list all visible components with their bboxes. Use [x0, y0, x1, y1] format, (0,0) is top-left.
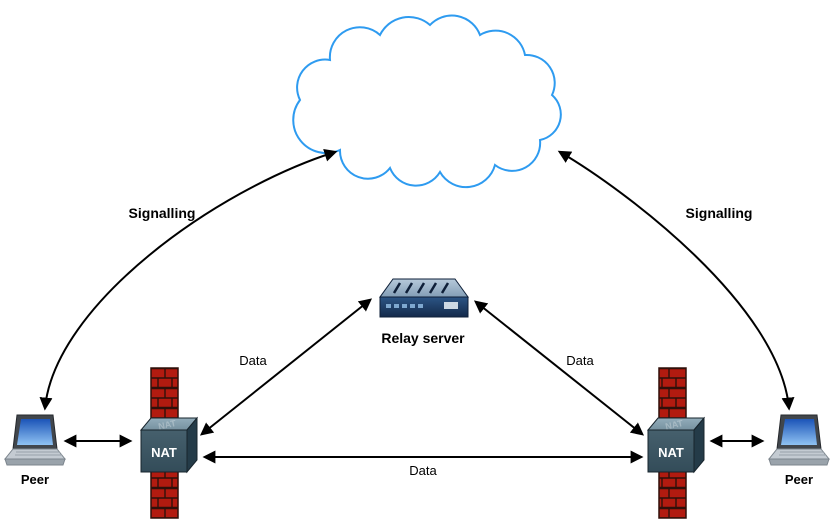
laptop-base: [767, 448, 831, 460]
nat-label-right: NAT: [658, 445, 684, 460]
data-label-left: Data: [239, 353, 267, 368]
data-label-bottom: Data: [409, 463, 437, 478]
nat-cube-right-icon: NAT NAT: [646, 416, 706, 474]
peer-laptop-left-icon: [3, 414, 67, 466]
nat-cube-left-icon: NAT NAT: [139, 416, 199, 474]
laptop-keyboard-lines: [779, 451, 826, 456]
relay-server-label: Relay server: [381, 330, 465, 346]
cube-front-face: [647, 429, 695, 473]
laptop-keyboard-lines: [15, 451, 62, 456]
signalling-label-right: Signalling: [686, 205, 753, 221]
laptop-base: [3, 448, 67, 460]
server-top-vents: [392, 282, 450, 294]
data-label-right: Data: [566, 353, 594, 368]
nat-top-watermark-right: NAT: [664, 418, 684, 432]
peer-label-left: Peer: [21, 472, 49, 487]
nat-label-left: NAT: [151, 445, 177, 460]
edges-layer: [39, 148, 795, 464]
cube-front-face: [140, 429, 188, 473]
nat-top-watermark-left: NAT: [157, 418, 177, 432]
data-arrow-right: [473, 300, 645, 436]
laptop-screen: [17, 419, 53, 445]
cloud-shape: [292, 14, 562, 189]
signalling-label-left: Signalling: [129, 205, 196, 221]
signalling-arrow-left: [39, 148, 338, 411]
signalling-arrow-right: [557, 150, 795, 411]
data-arrow-left: [199, 298, 373, 436]
peer-label-right: Peer: [785, 472, 813, 487]
server-front-ports: [386, 302, 458, 309]
labels-layer: Signalling Signalling Relay server Data …: [21, 205, 813, 487]
server-top-face: [379, 278, 469, 298]
peer-laptop-right-icon: [767, 414, 831, 466]
laptop-front-edge: [4, 458, 66, 466]
laptop-front-edge: [768, 458, 830, 466]
relay-server-icon: [379, 278, 469, 318]
laptop-screen: [781, 419, 817, 445]
